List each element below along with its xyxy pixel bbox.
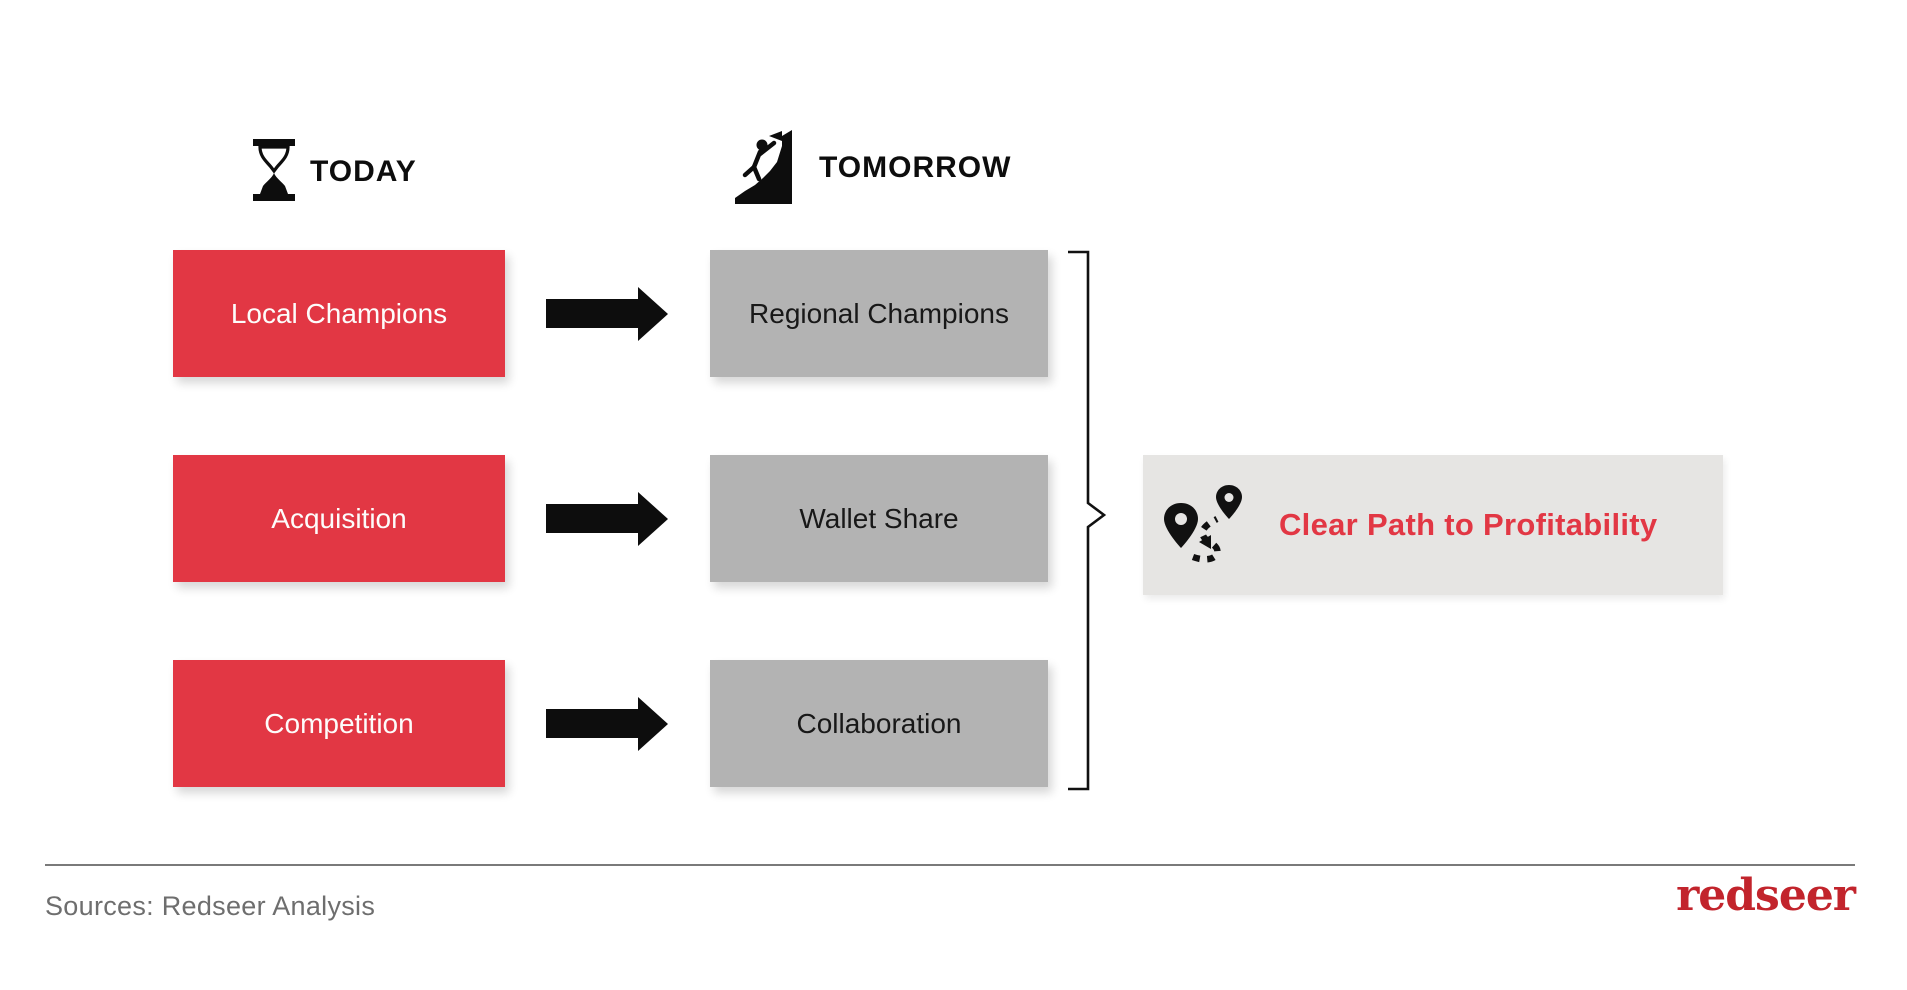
redseer-logo: redseer: [1676, 870, 1856, 921]
right-arrow-icon: [546, 697, 668, 751]
mountain-climber-icon: [735, 128, 805, 209]
today-header-label: TODAY: [310, 155, 417, 188]
box-label: Regional Champions: [749, 297, 1009, 329]
box-label: Wallet Share: [799, 502, 959, 534]
today-box-acquisition: Acquisition: [173, 455, 505, 582]
today-box-local-champions: Local Champions: [173, 250, 505, 377]
right-arrow-icon: [546, 492, 668, 546]
right-arrow-icon: [546, 287, 668, 341]
box-label: Competition: [264, 707, 414, 739]
tomorrow-box-regional-champions: Regional Champions: [710, 250, 1048, 377]
outcome-box-clear-path: Clear Path to Profitability: [1143, 455, 1723, 595]
today-column-header: TODAY: [252, 138, 417, 206]
outcome-label: Clear Path to Profitability: [1279, 507, 1658, 542]
sources-text: Sources: Redseer Analysis: [45, 891, 376, 921]
tomorrow-box-wallet-share: Wallet Share: [710, 455, 1048, 582]
route-map-icon: [1159, 485, 1247, 565]
box-label: Collaboration: [796, 707, 962, 739]
tomorrow-column-header: TOMORROW: [735, 128, 1012, 209]
footer-divider: [45, 864, 1855, 866]
today-box-competition: Competition: [173, 660, 505, 787]
box-label: Acquisition: [271, 502, 407, 534]
box-label: Local Champions: [230, 297, 448, 329]
tomorrow-box-collaboration: Collaboration: [710, 660, 1048, 787]
hourglass-icon: [252, 138, 296, 206]
grouping-bracket: [1060, 248, 1110, 793]
tomorrow-header-label: TOMORROW: [819, 151, 1012, 184]
